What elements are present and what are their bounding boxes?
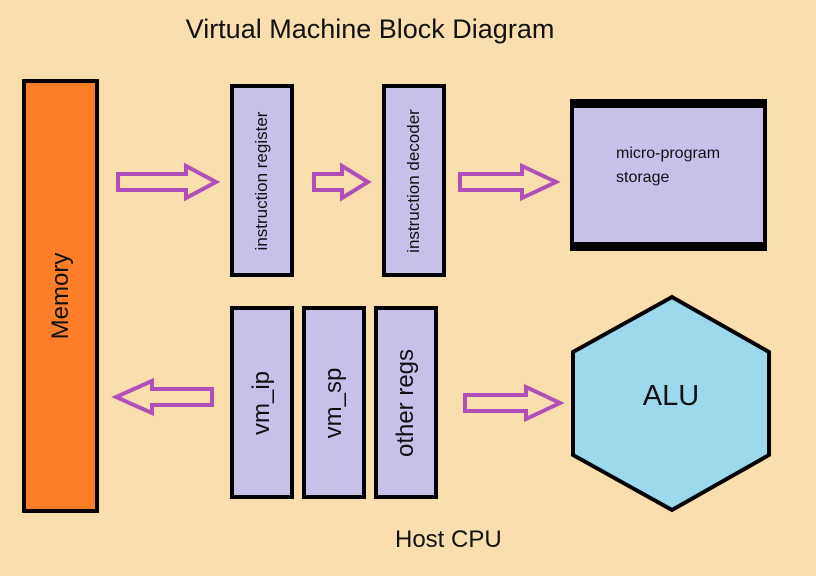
storage-label: micro-program storage xyxy=(616,142,720,190)
arrow-decoder-to-storage xyxy=(458,162,561,202)
micro-program-storage-block: micro-program storage xyxy=(570,99,767,251)
alu-label: ALU xyxy=(642,380,700,412)
other-regs-block: other regs xyxy=(374,306,438,499)
alu-hexagon xyxy=(571,294,771,513)
storage-label-line2: storage xyxy=(616,169,670,186)
instruction-decoder-block: instruction decoder xyxy=(382,84,446,277)
vm-ip-block: vm_ip xyxy=(230,306,294,499)
instruction-register-block: instruction register xyxy=(230,84,294,277)
diagram-title: Virtual Machine Block Diagram xyxy=(185,14,555,44)
arrow-ir-to-decoder xyxy=(312,162,372,202)
arrow-regs-to-alu xyxy=(463,383,565,423)
vm-sp-block: vm_sp xyxy=(302,306,366,499)
host-cpu-label: Host CPU xyxy=(395,526,502,553)
storage-label-line1: micro-program xyxy=(616,145,721,162)
memory-block: Memory xyxy=(22,79,99,513)
arrow-regs-to-memory xyxy=(111,377,214,417)
arrow-memory-to-ir xyxy=(116,162,221,202)
